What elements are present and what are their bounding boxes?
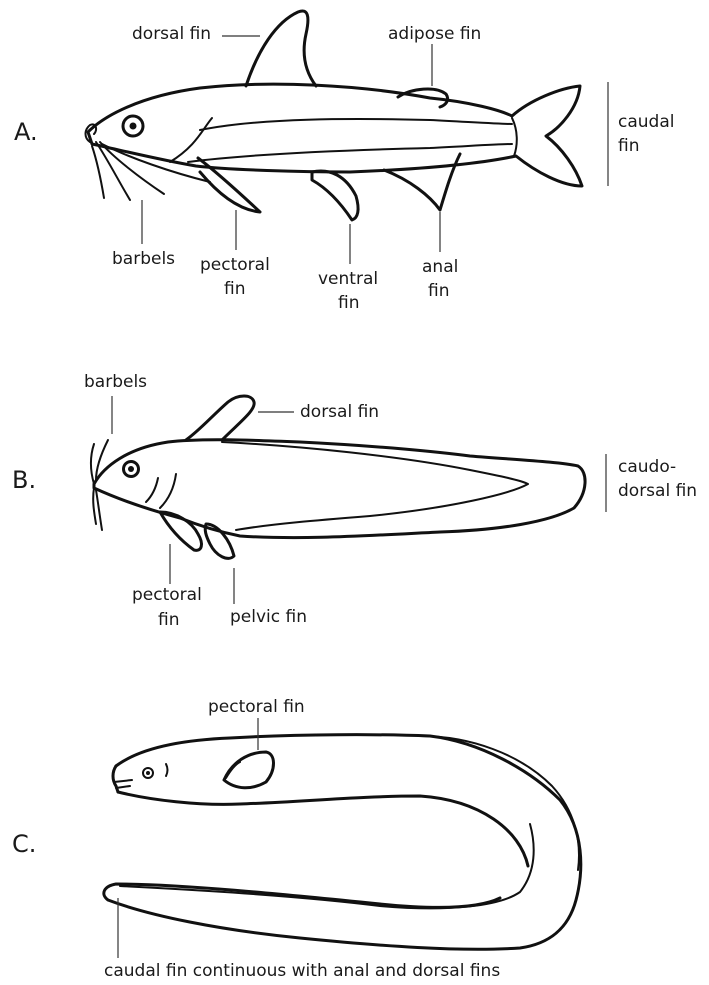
label-a-ventral-fin-line2: fin <box>338 293 359 313</box>
panel-a: A. <box>14 11 674 313</box>
label-a-caudal-fin-line2: fin <box>618 136 639 156</box>
catfish-dorsal-fin <box>246 11 316 86</box>
label-c-caudal-fin-continuous: caudal fin continuous with anal and dors… <box>104 961 500 981</box>
catfish-lateral-line-upper <box>200 119 512 130</box>
panel-b: B. <box>12 372 697 630</box>
label-b-pectoral-fin-line1: pectoral <box>132 585 202 605</box>
catfish-barbel-4 <box>92 146 104 198</box>
catfish-lateral-line-lower <box>188 144 512 162</box>
eel-illustration <box>104 735 581 950</box>
label-a-anal-fin-line1: anal <box>422 257 458 277</box>
panel-c: C. pectoral fin caudal fin <box>12 697 581 981</box>
label-a-pectoral-fin-line2: fin <box>224 279 245 299</box>
label-b-pelvic-fin: pelvic fin <box>230 607 307 627</box>
label-c-pectoral-fin: pectoral fin <box>208 697 305 717</box>
eeltail-barbel-2 <box>91 444 94 484</box>
label-b-pectoral-fin-line2: fin <box>158 610 179 630</box>
eeltail-pectoral-fin <box>160 512 201 550</box>
eel-body-outer <box>104 735 581 950</box>
eeltail-gill-line-2 <box>160 474 176 508</box>
panel-b-letter: B. <box>12 466 36 494</box>
label-a-caudal-fin-line1: caudal <box>618 112 674 132</box>
eel-pupil <box>146 771 150 775</box>
catfish-pectoral-fin <box>198 158 260 212</box>
label-b-caudodorsal-fin-line2: dorsal fin <box>618 481 697 501</box>
eeltail-inner-fin-line <box>222 442 528 530</box>
label-a-barbels: barbels <box>112 249 175 269</box>
catfish-gill-line <box>170 118 212 162</box>
catfish-barbel-2 <box>100 142 164 194</box>
eeltail-gill-line-1 <box>146 478 158 502</box>
eel-body-lower <box>118 792 528 866</box>
panel-c-letter: C. <box>12 830 36 858</box>
panel-a-letter: A. <box>14 118 38 146</box>
label-b-dorsal-fin: dorsal fin <box>300 402 379 422</box>
eeltail-pupil <box>128 466 134 472</box>
eeltail-dorsal-fin <box>186 396 254 440</box>
catfish-pupil <box>130 123 137 130</box>
eel-fin-inner <box>120 824 534 908</box>
label-a-pectoral-fin-line1: pectoral <box>200 255 270 275</box>
eel-gill-slit <box>166 764 168 776</box>
catfish-body <box>88 84 582 186</box>
label-a-anal-fin-line2: fin <box>428 281 449 301</box>
label-a-dorsal-fin: dorsal fin <box>132 24 211 44</box>
label-a-ventral-fin-line1: ventral <box>318 269 378 289</box>
label-a-adipose-fin: adipose fin <box>388 24 481 44</box>
label-b-barbels: barbels <box>84 372 147 392</box>
label-b-caudodorsal-fin-line1: caudo- <box>618 457 676 477</box>
catfish-anal-fin <box>384 154 460 210</box>
catfish-ventral-fin <box>312 171 358 220</box>
